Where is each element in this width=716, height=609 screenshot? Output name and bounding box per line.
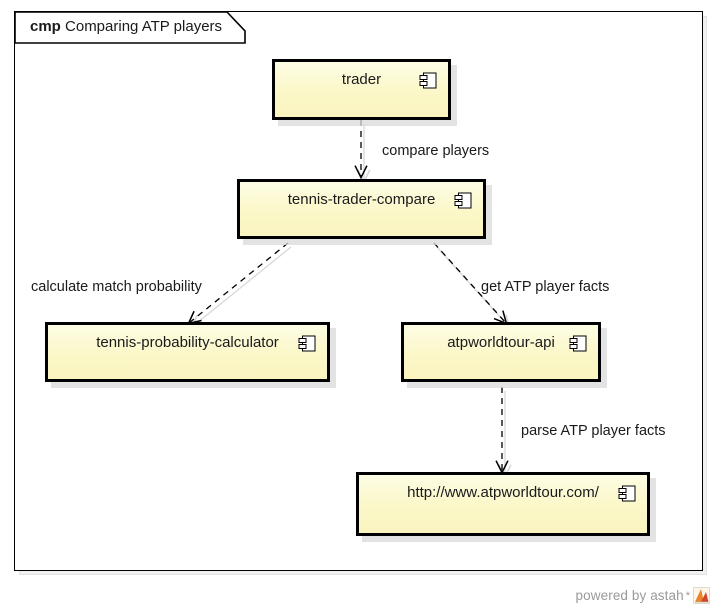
frame-title-text: Comparing ATP players — [65, 18, 223, 35]
component-trader[interactable]: trader — [272, 59, 451, 120]
uml-component-icon — [569, 335, 587, 352]
component-label-tennis-probability-calculator: tennis-probability-calculator — [96, 334, 279, 351]
component-tennis-trader-compare[interactable]: tennis-trader-compare — [237, 179, 486, 239]
edge-calculate-match-probability — [189, 242, 289, 323]
edge-label-parse-atp-player-facts: parse ATP player facts — [521, 423, 666, 439]
component-label-atp-website: http://www.atpworldtour.com/ — [407, 484, 599, 501]
uml-component-icon — [298, 335, 316, 352]
watermark-text: powered by astah — [575, 588, 684, 603]
frame-title: cmp Comparing ATP players — [30, 17, 222, 37]
edge-label-calculate-match-probability: calculate match probability — [31, 279, 202, 295]
astah-logo-icon — [693, 587, 710, 604]
edge-label-compare-players: compare players — [382, 143, 490, 159]
edge-label-get-atp-player-facts: get ATP player facts — [481, 279, 610, 295]
component-atp-website[interactable]: http://www.atpworldtour.com/ — [356, 472, 650, 536]
frame-title-tab: cmp Comparing ATP players — [14, 11, 246, 44]
edge-get-atp-player-facts — [433, 242, 506, 323]
uml-component-icon — [618, 485, 636, 502]
uml-component-icon — [454, 192, 472, 209]
frame-keyword: cmp — [30, 18, 61, 35]
edge-shadows — [192, 124, 509, 476]
astah-watermark: powered by astah * — [576, 587, 710, 604]
frame-tab-shape — [14, 11, 246, 44]
component-atpworldtour-api[interactable]: atpworldtour-api — [401, 322, 601, 382]
component-tennis-probability-calculator[interactable]: tennis-probability-calculator — [45, 322, 330, 382]
uml-component-icon — [419, 72, 437, 89]
component-label-tennis-trader-compare: tennis-trader-compare — [287, 191, 436, 208]
watermark-trademark-mark: * — [685, 589, 690, 602]
